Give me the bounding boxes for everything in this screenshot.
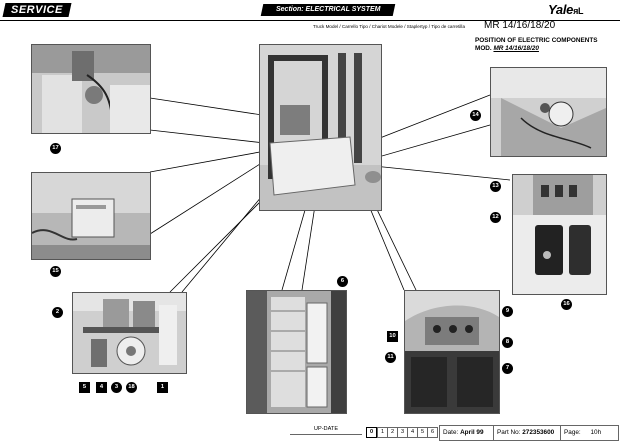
photo-component-6 — [246, 290, 347, 414]
part-label: Part No: — [497, 429, 521, 436]
page-title: POSITION OF ELECTRIC COMPONENTS — [475, 37, 598, 44]
callout-17: 17 — [50, 143, 61, 154]
photo-component-17 — [31, 44, 151, 134]
photo-components-7-11 — [404, 290, 500, 414]
header-rule — [0, 20, 620, 21]
callout-18: 18 — [126, 382, 137, 393]
update-page-0: 0 — [366, 427, 377, 438]
update-page-boxes: 0 1 2 3 4 5 6 — [366, 425, 438, 439]
date-value: April 99 — [460, 429, 484, 436]
callout-4: 4 — [96, 382, 107, 393]
photo-components-1-5-18 — [72, 292, 187, 374]
photo-truck-overview — [259, 44, 382, 211]
model-range: MR 14/16/18/20 — [484, 20, 556, 31]
callout-16: 16 — [561, 299, 572, 310]
callout-3: 3 — [111, 382, 122, 393]
part-number-cell: Part No: 272353600 — [493, 425, 561, 441]
callout-11: 11 — [385, 352, 396, 363]
callout-5: 5 — [79, 382, 90, 393]
callout-2: 2 — [52, 307, 63, 318]
truck-models-label: Truck Model / Carrello Tipo / Chariot Mo… — [313, 24, 465, 29]
photo-component-15 — [31, 172, 151, 260]
photo-component-14 — [490, 67, 607, 157]
yale-logo: YaleᴙL — [548, 2, 584, 17]
logo-suffix: ᴙL — [573, 6, 584, 16]
callout-10: 10 — [387, 331, 398, 342]
logo-text: Yale — [548, 2, 574, 17]
callout-14: 14 — [470, 110, 481, 121]
callout-7: 7 — [502, 363, 513, 374]
date-label: Date: — [443, 429, 459, 436]
part-value: 272353600 — [522, 429, 555, 436]
callout-15: 15 — [50, 266, 61, 277]
callout-9: 9 — [502, 306, 513, 317]
footer: UP-DATE 0 1 2 3 4 5 6 Date: April 99 Par… — [0, 425, 620, 441]
callout-6: 6 — [337, 276, 348, 287]
date-cell: Date: April 99 — [439, 425, 494, 441]
callout-8: 8 — [502, 337, 513, 348]
page-value: 10h — [590, 429, 602, 436]
page-label: Page: — [564, 429, 581, 436]
callout-12: 12 — [490, 212, 501, 223]
update-label: UP-DATE — [290, 425, 362, 435]
update-page-6: 6 — [427, 427, 438, 438]
photo-components-12-13-16 — [512, 174, 607, 295]
model-mod: MOD. MR 14/16/18/20 — [475, 45, 539, 52]
callout-1: 1 — [157, 382, 168, 393]
callout-13: 13 — [490, 181, 501, 192]
mod-label: MOD. — [475, 45, 492, 52]
page-cell: Page: 10h — [560, 425, 619, 441]
mod-value: MR 14/16/18/20 — [493, 45, 539, 52]
